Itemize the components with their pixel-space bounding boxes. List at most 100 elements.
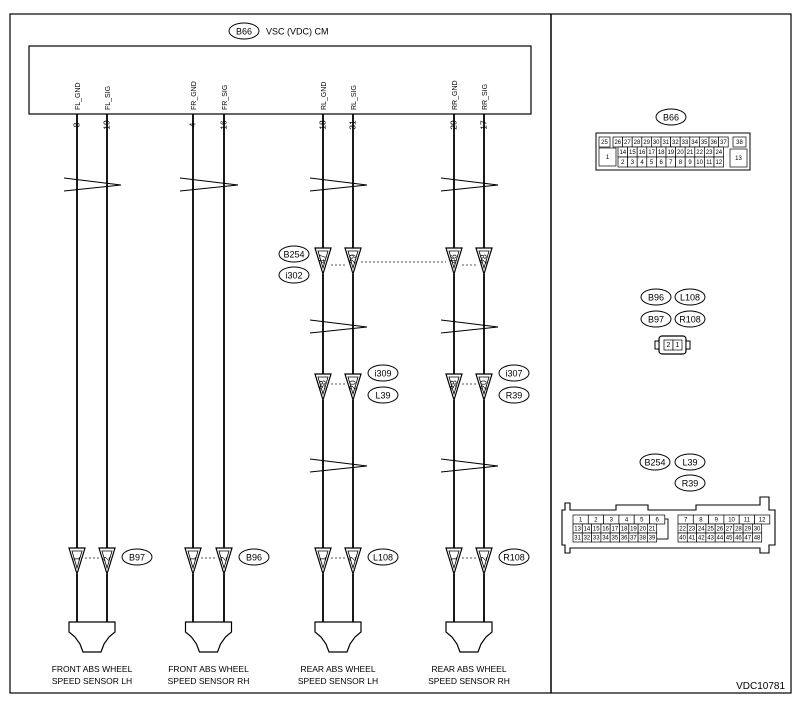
- figure-id: VDC10781: [736, 681, 785, 692]
- joint-upper-sig-inner: [347, 250, 359, 270]
- b254-pin-36: 36: [621, 536, 628, 542]
- b254-pin-28: 28: [735, 527, 742, 533]
- b254-pin-1: 1: [579, 518, 583, 524]
- joint-upper-connector-i302-label: i302: [285, 271, 302, 281]
- twist-marker: [309, 458, 368, 473]
- sensor-conn-gnd-inner: [71, 550, 83, 570]
- sensor-connector-l108-label: L108: [373, 553, 393, 563]
- b66-pin-1-cell: [598, 147, 617, 167]
- b254-pin-19: 19: [630, 527, 637, 533]
- joint-lower-gnd-inner: [317, 376, 329, 396]
- module-pin-18: 18: [317, 120, 327, 130]
- b66-view-connector-label: B66: [663, 113, 679, 123]
- b66-pin-4: 4: [640, 160, 644, 166]
- joint-upper-gnd-pin: 46: [448, 254, 458, 264]
- joint-lower-connector-i309-label: i309: [374, 369, 391, 379]
- joint-upper-sig-pin: 29: [347, 254, 357, 264]
- sensor-view-connector-l108-badge: [674, 288, 706, 306]
- sensor-conn-gnd-inner: [448, 550, 460, 570]
- sensor-conn-sig-inner: [478, 550, 490, 570]
- b254-view-connector-b254-label: B254: [644, 458, 665, 468]
- sensor-connector-r108-label: R108: [503, 553, 525, 563]
- signal-label-fr_sig: FR_SIG: [222, 85, 229, 110]
- b254-pin-6: 6: [655, 518, 659, 524]
- twist-marker: [179, 177, 239, 192]
- b66-pin-17: 17: [648, 150, 655, 156]
- joint-lower-sig-inner: [478, 376, 490, 396]
- b66-pin-26: 26: [614, 140, 621, 146]
- sensor-connector-b96-label: B96: [246, 553, 262, 563]
- b254-view-connector-r39-badge: [674, 474, 706, 492]
- b254-pin-20: 20: [639, 527, 646, 533]
- joint-lower-gnd-pin: 38: [317, 380, 327, 390]
- b254-pin-4: 4: [625, 518, 629, 524]
- b254-pin-40: 40: [679, 536, 686, 542]
- joint-lower-connector-l39-label: L39: [375, 391, 390, 401]
- twist-marker: [440, 177, 499, 192]
- sensor-connector-b96-badge: [238, 548, 270, 566]
- joint-upper-connector-b254-badge: [278, 245, 310, 263]
- joint-lower-sig-pin: 20: [347, 380, 357, 390]
- joint-lower-gnd-inner: [448, 376, 460, 396]
- sensor-view-connector-r108-badge: [674, 310, 706, 328]
- b254-pin-12: 12: [759, 518, 766, 524]
- b66-view-connector-badge: [655, 108, 687, 126]
- b66-pin-28: 28: [634, 140, 641, 146]
- sensor-label-line-2: SPEED SENSOR LH: [298, 676, 378, 686]
- b254-pin-25: 25: [707, 527, 714, 533]
- b254-pin-11: 11: [744, 518, 751, 524]
- sensor-conn-gnd-inner: [317, 550, 329, 570]
- b66-pin-20: 20: [677, 150, 684, 156]
- b254-pin-18: 18: [621, 527, 628, 533]
- signal-label-rl_sig: RL_SIG: [351, 85, 358, 110]
- joint-upper-gnd-pin: 47: [317, 254, 327, 264]
- b254-pin-17: 17: [612, 527, 619, 533]
- b254-pin-33: 33: [593, 536, 600, 542]
- b66-pin-36: 36: [710, 140, 717, 146]
- joint-upper-gnd-inner: [448, 250, 460, 270]
- b254-view-connector-l39-label: L39: [682, 458, 697, 468]
- b254-pin-38: 38: [639, 536, 646, 542]
- twist-marker: [63, 177, 122, 192]
- sensor-conn-gnd-pin: 1: [448, 556, 458, 561]
- b254-pin-46: 46: [735, 536, 742, 542]
- b66-pin-31: 31: [662, 140, 669, 146]
- b254-pin-42: 42: [698, 536, 705, 542]
- sensor-conn-sig-inner: [101, 550, 113, 570]
- b254-pin-32: 32: [584, 536, 591, 542]
- b66-pin-38: 38: [736, 140, 743, 146]
- sensor-connector-r108-badge: [498, 548, 530, 566]
- sensor-view-latch-right: [685, 340, 691, 350]
- joint-upper-gnd-inner: [317, 250, 329, 270]
- twist-marker: [440, 319, 499, 334]
- b66-pin-22: 22: [696, 150, 703, 156]
- b254-pin-2: 2: [594, 518, 598, 524]
- b66-pin-32: 32: [672, 140, 679, 146]
- sensor-conn-sig-pin: 2: [218, 556, 228, 561]
- sensor-view-latch-left: [654, 340, 660, 350]
- module-pin-16: 16: [218, 120, 228, 130]
- wheel-speed-sensor-body: [445, 621, 493, 653]
- b66-pin-12: 12: [715, 160, 722, 166]
- b66-pin-12-cell: [713, 156, 724, 168]
- module-title-group: B66 VSC (VDC) CM: [228, 22, 329, 40]
- sensor-conn-gnd-pin: 1: [71, 556, 81, 561]
- b66-pin-13-cell: [729, 148, 748, 168]
- b66-pin-11: 11: [706, 160, 713, 166]
- b66-pin-38-cell: [732, 136, 747, 148]
- signal-label-rr_sig: RR_SIG: [482, 84, 489, 110]
- module-pin-4: 4: [187, 122, 197, 127]
- module-connector-label: B66: [236, 27, 252, 37]
- joint-upper-connector-i302-badge: [278, 266, 310, 284]
- joint-upper-sig-pin: 28: [478, 254, 488, 264]
- b254-pin-23: 23: [689, 527, 696, 533]
- joint-lower-gnd-pin: 38: [448, 380, 458, 390]
- joint-lower-sig-inner: [347, 376, 359, 396]
- b254-pin-34: 34: [602, 536, 609, 542]
- signal-label-rr_gnd: RR_GND: [452, 80, 459, 110]
- sensor-label-line-2: SPEED SENSOR LH: [52, 676, 132, 686]
- signal-label-rl_gnd: RL_GND: [321, 82, 328, 110]
